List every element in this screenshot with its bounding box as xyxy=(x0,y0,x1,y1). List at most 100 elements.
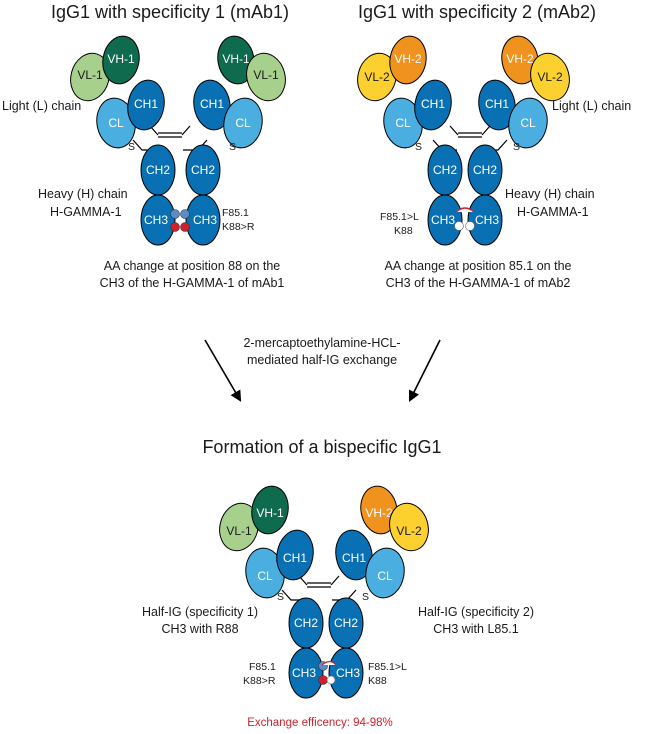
arrow-left xyxy=(204,339,242,402)
cl-domain xyxy=(223,97,263,149)
mab2-change-line1: AA change at position 85.1 on the xyxy=(385,259,572,273)
cl-label: CL xyxy=(108,116,124,130)
heavy-chain-label: Heavy (H) chain xyxy=(505,187,595,201)
k88r-label: K88>R xyxy=(222,221,255,233)
ch3-domain xyxy=(328,647,364,699)
knob-red xyxy=(321,660,337,666)
ch1-domain xyxy=(335,529,373,581)
vh2-label: VH-2 xyxy=(365,506,393,520)
k88r-label: K88>R xyxy=(243,675,276,687)
ch2-label: CH2 xyxy=(191,163,215,177)
heavy-chain-label: Heavy (H) chain xyxy=(38,187,128,201)
title-mab1: IgG1 with specificity 1 (mAb1) xyxy=(51,2,289,22)
vl2-label: VL-2 xyxy=(364,70,390,84)
knob-red xyxy=(170,222,180,232)
knob-red xyxy=(455,207,475,213)
disulfide-marker: S xyxy=(362,591,369,603)
cl-label: CL xyxy=(257,569,273,583)
ch3-label: CH3 xyxy=(144,213,168,227)
mab2-change-line2: CH3 of the H-GAMMA-1 of mAb2 xyxy=(386,276,571,290)
h-gamma-label: H-GAMMA-1 xyxy=(517,205,589,219)
vh1-domain xyxy=(251,485,289,535)
ch3-label: CH3 xyxy=(475,213,499,227)
light-chain-label: Light (L) chain xyxy=(552,99,631,113)
light-chain-label: Light (L) chain xyxy=(2,99,81,113)
antibody-mab1: VL-1 VH-1 CL CH1 VH-1 VL-1 CH1 CL CH2 CH… xyxy=(70,35,286,246)
vl1-label: VL-1 xyxy=(253,68,279,82)
ch3-label: CH3 xyxy=(193,213,217,227)
cl-label: CL xyxy=(395,116,411,130)
antibody-mab2: VL-2 VH-2 CL CH1 VH-2 VL-2 CH1 CL CH2 CH… xyxy=(357,35,570,246)
disulfide-marker: S xyxy=(277,591,284,603)
cl-label: CL xyxy=(520,116,536,130)
vh1-label: VH-1 xyxy=(256,506,284,520)
vl2-domain xyxy=(389,502,429,552)
title-bispecific: Formation of a bispecific IgG1 xyxy=(202,437,441,457)
exchange-line2: mediated half-IG exchange xyxy=(247,353,397,367)
ch3-label: CH3 xyxy=(292,666,316,680)
f85-label: F85.1 xyxy=(249,661,276,673)
ch1-domain xyxy=(276,529,314,581)
ch1-label: CH1 xyxy=(200,97,224,111)
ch1-label: CH1 xyxy=(421,97,445,111)
exchange-line1: 2-mercaptoethylamine-HCL- xyxy=(243,336,400,350)
vl1-label: VL-1 xyxy=(226,524,252,538)
vl2-label: VL-2 xyxy=(537,70,563,84)
ch3-domain xyxy=(467,194,503,246)
disulfide-marker: S xyxy=(128,141,135,153)
ch2-label: CH2 xyxy=(146,163,170,177)
vl1-domain xyxy=(70,52,110,102)
hole-white xyxy=(454,221,464,231)
vh1-domain xyxy=(102,35,140,85)
half2-line2: CH3 with L85.1 xyxy=(433,622,519,636)
ch2-label: CH2 xyxy=(334,616,358,630)
mab1-change-line1: AA change at position 88 on the xyxy=(104,259,281,273)
knob-red xyxy=(318,675,328,685)
vl2-label: VL-2 xyxy=(396,524,422,538)
ch3-label: CH3 xyxy=(336,666,360,680)
cl-domain xyxy=(365,547,405,599)
half2-line1: Half-IG (specificity 2) xyxy=(418,605,534,619)
ch3-label: CH3 xyxy=(431,213,455,227)
ch1-domain xyxy=(414,79,452,131)
cl-label: CL xyxy=(377,569,393,583)
ch3-domain xyxy=(427,194,463,246)
vl2-domain xyxy=(357,52,397,102)
vh2-domain xyxy=(389,35,427,85)
vh2-label: VH-2 xyxy=(394,52,422,66)
knob-blue xyxy=(180,209,190,219)
ch1-label: CH1 xyxy=(283,551,307,565)
ch2-label: CH2 xyxy=(433,163,457,177)
hole-white xyxy=(465,221,475,231)
disulfide-marker: S xyxy=(229,141,236,153)
f85l-label: F85.1>L xyxy=(380,211,419,223)
f85-label: F85.1 xyxy=(222,207,249,219)
vh2-label: VH-2 xyxy=(506,52,534,66)
disulfide-marker: S xyxy=(415,141,422,153)
k88-label: K88 xyxy=(368,675,387,687)
ch2-label: CH2 xyxy=(294,616,318,630)
arrow-right xyxy=(408,339,441,403)
mab1-change-line2: CH3 of the H-GAMMA-1 of mAb1 xyxy=(100,276,285,290)
ch2-label: CH2 xyxy=(473,163,497,177)
k88-label: K88 xyxy=(394,225,413,237)
f85l-label: F85.1>L xyxy=(368,661,407,673)
half1-line2: CH3 with R88 xyxy=(161,622,238,636)
ch3-domain xyxy=(140,194,176,246)
disulfide-marker: S xyxy=(513,141,520,153)
vh1-label: VH-1 xyxy=(222,52,250,66)
title-mab2: IgG1 with specificity 2 (mAb2) xyxy=(358,2,596,22)
h-gamma-label: H-GAMMA-1 xyxy=(50,205,122,219)
half1-line1: Half-IG (specificity 1) xyxy=(142,605,258,619)
hole-white xyxy=(326,675,336,685)
ch1-domain xyxy=(127,79,165,131)
ch1-label: CH1 xyxy=(134,97,158,111)
knob-red xyxy=(180,222,190,232)
ch1-label: CH1 xyxy=(485,97,509,111)
vl1-domain xyxy=(246,52,286,102)
exchange-efficiency: Exchange efficency: 94-98% xyxy=(247,717,393,729)
ch1-domain xyxy=(193,79,231,131)
ch1-domain xyxy=(478,79,516,131)
cl-label: CL xyxy=(235,116,251,130)
